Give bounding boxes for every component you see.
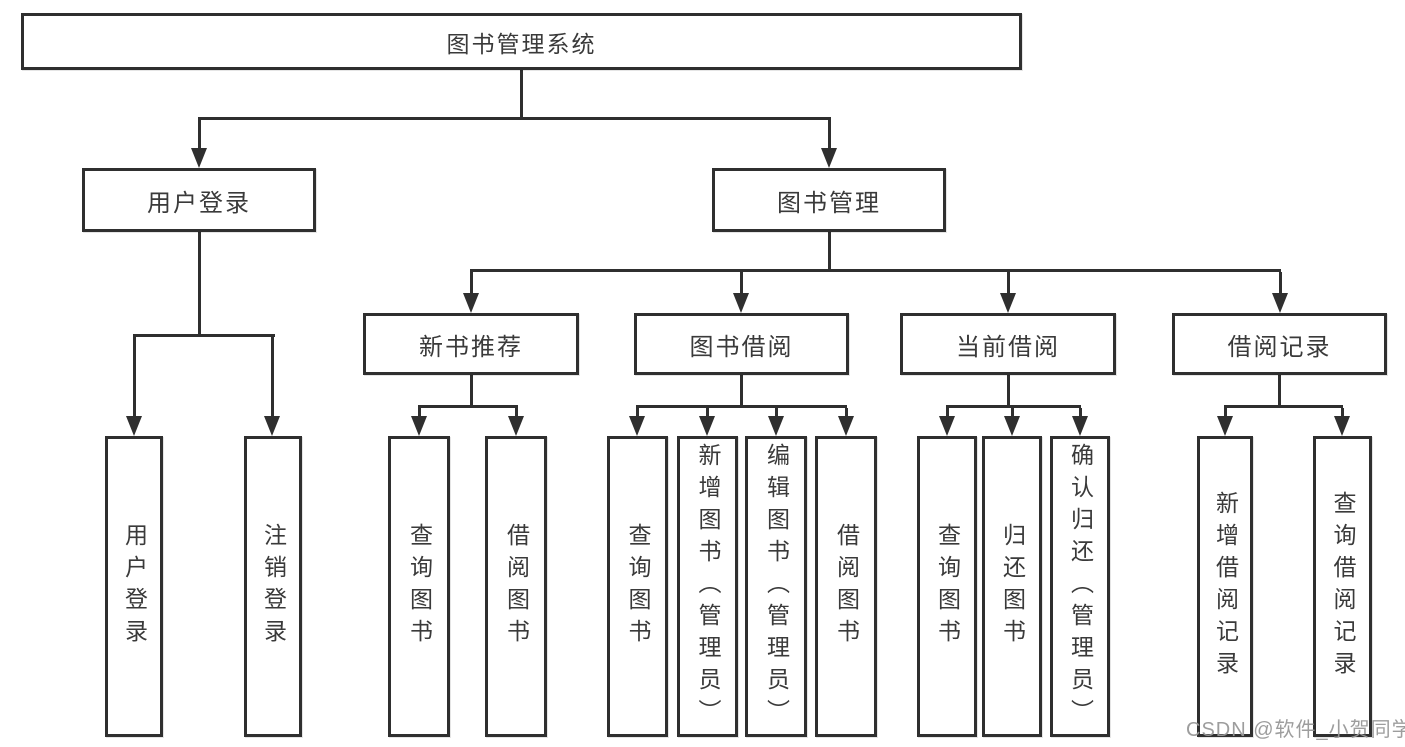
leaf-label: 编辑图书（管理员） bbox=[763, 442, 790, 731]
connector-line bbox=[706, 408, 709, 420]
connector-line bbox=[520, 70, 523, 117]
connector-line bbox=[775, 408, 778, 420]
leaf-label: 确认归还（管理员） bbox=[1067, 442, 1094, 731]
arrow-down-icon bbox=[733, 293, 749, 313]
connector-line bbox=[828, 232, 831, 270]
arrow-down-icon bbox=[126, 416, 142, 436]
connector-line bbox=[845, 408, 848, 420]
connector-line bbox=[828, 120, 831, 152]
node-current-borrowing: 当前借阅 bbox=[900, 313, 1116, 375]
arrow-down-icon bbox=[1000, 293, 1016, 313]
leaf-edit-books-admin: 编辑图书（管理员） bbox=[745, 436, 807, 737]
connector-line bbox=[636, 405, 847, 408]
leaf-return-books: 归还图书 bbox=[982, 436, 1042, 737]
arrow-down-icon bbox=[264, 416, 280, 436]
csdn-watermark: CSDN @软件_小贺同学 bbox=[1186, 719, 1405, 741]
node-user-login: 用户登录 bbox=[82, 168, 316, 232]
connector-line bbox=[1011, 408, 1014, 420]
connector-line bbox=[1079, 408, 1082, 420]
leaf-label: 查询图书 bbox=[406, 522, 433, 651]
connector-line bbox=[1224, 405, 1343, 408]
arrow-down-icon bbox=[411, 416, 427, 436]
connector-line bbox=[740, 272, 743, 294]
leaf-user-login: 用户登录 bbox=[105, 436, 163, 737]
arrow-down-icon bbox=[1334, 416, 1350, 436]
leaf-add-books-admin: 新增图书（管理员） bbox=[677, 436, 738, 737]
leaf-borrow-books-recommend: 借阅图书 bbox=[485, 436, 547, 737]
leaf-confirm-return-admin: 确认归还（管理员） bbox=[1050, 436, 1110, 737]
arrow-down-icon bbox=[1004, 416, 1020, 436]
leaf-query-books-recommend: 查询图书 bbox=[388, 436, 450, 737]
leaf-label: 新增借阅记录 bbox=[1212, 490, 1239, 683]
node-book-management-system: 图书管理系统 bbox=[21, 13, 1022, 70]
leaf-logout: 注销登录 bbox=[244, 436, 302, 737]
connector-line bbox=[418, 405, 518, 408]
connector-line bbox=[1341, 408, 1344, 420]
node-book-management: 图书管理 bbox=[712, 168, 946, 232]
leaf-query-books-borrow: 查询图书 bbox=[607, 436, 668, 737]
connector-line bbox=[1224, 408, 1227, 420]
connector-line bbox=[198, 117, 831, 120]
connector-line bbox=[470, 272, 473, 294]
connector-line bbox=[636, 408, 639, 420]
arrow-down-icon bbox=[508, 416, 524, 436]
connector-line bbox=[198, 232, 201, 337]
arrow-down-icon bbox=[699, 416, 715, 436]
connector-line bbox=[740, 375, 743, 408]
connector-line bbox=[198, 120, 201, 152]
leaf-label: 新增图书（管理员） bbox=[695, 442, 721, 731]
leaf-query-books-current: 查询图书 bbox=[917, 436, 977, 737]
connector-line bbox=[133, 337, 136, 418]
leaf-label: 借阅图书 bbox=[503, 522, 530, 651]
arrow-down-icon bbox=[1272, 293, 1288, 313]
arrow-down-icon bbox=[838, 416, 854, 436]
leaf-label: 用户登录 bbox=[121, 522, 148, 651]
connector-line bbox=[946, 405, 1081, 408]
connector-line bbox=[515, 408, 518, 420]
leaf-label: 查询图书 bbox=[934, 522, 961, 651]
connector-line bbox=[1007, 375, 1010, 408]
arrow-down-icon bbox=[629, 416, 645, 436]
arrow-down-icon bbox=[463, 293, 479, 313]
connector-line bbox=[271, 337, 274, 418]
leaf-label: 查询借阅记录 bbox=[1330, 490, 1356, 683]
arrow-down-icon bbox=[821, 148, 837, 168]
leaf-label: 归还图书 bbox=[999, 522, 1026, 651]
leaf-borrow-books: 借阅图书 bbox=[815, 436, 877, 737]
node-new-book-recommendation: 新书推荐 bbox=[363, 313, 579, 375]
arrow-down-icon bbox=[939, 416, 955, 436]
arrow-down-icon bbox=[191, 148, 207, 168]
connector-line bbox=[1278, 375, 1281, 408]
leaf-label: 借阅图书 bbox=[833, 522, 860, 651]
connector-line bbox=[1007, 272, 1010, 294]
node-book-borrowing: 图书借阅 bbox=[634, 313, 849, 375]
leaf-query-borrow-record: 查询借阅记录 bbox=[1313, 436, 1372, 737]
connector-line bbox=[1279, 272, 1282, 294]
connector-line bbox=[418, 408, 421, 420]
connector-line bbox=[133, 334, 275, 337]
connector-line bbox=[470, 269, 1281, 272]
leaf-label: 查询图书 bbox=[625, 522, 651, 651]
leaf-add-borrow-record: 新增借阅记录 bbox=[1197, 436, 1253, 737]
connector-line bbox=[470, 375, 473, 408]
connector-line bbox=[946, 408, 949, 420]
arrow-down-icon bbox=[768, 416, 784, 436]
leaf-label: 注销登录 bbox=[260, 522, 287, 651]
node-borrowing-records: 借阅记录 bbox=[1172, 313, 1387, 375]
arrow-down-icon bbox=[1217, 416, 1233, 436]
arrow-down-icon bbox=[1072, 416, 1088, 436]
